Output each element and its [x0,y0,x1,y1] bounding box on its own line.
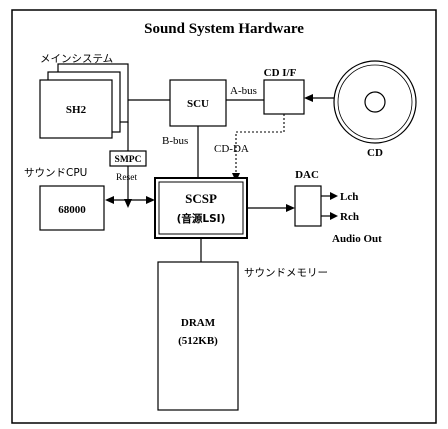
sound-cpu-label: サウンドCPU [24,167,87,179]
sound-memory-label: サウンドメモリー [244,267,328,279]
smpc-label: SMPC [115,155,142,165]
lch-label: Lch [340,191,358,203]
cd-disc-hole [364,91,386,113]
cpu-68000-label: 68000 [58,204,86,216]
cpu-scsp-arrow-left [105,196,114,204]
dram-label: DRAM [181,317,216,329]
dac-box [294,185,322,227]
cpu-scsp-arrow-right [146,196,155,204]
rch-arrow-head [330,212,338,220]
dac-label: DAC [295,169,319,181]
cpu-68000-box [39,185,105,231]
rch-label: Rch [340,211,359,223]
cd-da-line [235,114,285,178]
reset-label: Reset [116,173,137,183]
cd-if-label: CD I/F [264,67,297,79]
dram-size-label: (512KB) [178,335,218,347]
scu-label: SCU [187,98,209,110]
a-bus-label: A-bus [230,85,257,97]
scu-box [169,79,227,127]
scsp-box-outer [154,177,248,239]
diagram-frame [11,9,437,424]
dram-box [157,261,239,411]
cd-if-box [263,79,305,115]
cd-disc-ring [337,64,413,140]
scsp-box-inner [158,181,244,235]
cd-da-label: CD-DA [214,143,249,155]
reset-arrow-head [124,199,132,208]
audio-out-label: Audio Out [332,233,382,245]
diagram-title: Sound System Hardware [144,21,304,37]
main-system-label: メインシステム [40,53,113,65]
lch-arrow-head [330,192,338,200]
scsp-sub-label: (音源LSI) [177,212,226,225]
cd-label: CD [367,147,383,159]
cd-arrow-head [304,94,313,102]
sh2-box [39,79,113,139]
sh2-label: SH2 [66,104,87,116]
scsp-dac-arrow-head [286,204,295,212]
scsp-label: SCSP [185,191,217,206]
b-bus-label: B-bus [162,135,188,147]
